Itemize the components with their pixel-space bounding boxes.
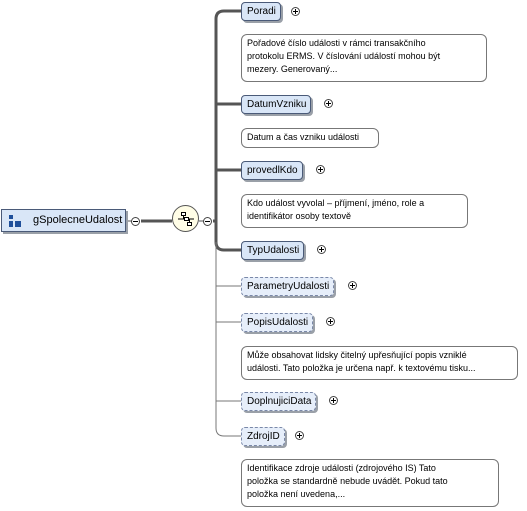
- element-label: Poradi: [247, 6, 276, 17]
- doc-line: události. Tato položka je určena např. k…: [247, 363, 476, 373]
- doc-line: Kdo událost vyvolal – příjmení, jméno, r…: [247, 198, 425, 208]
- sequence-compositor[interactable]: [172, 205, 199, 232]
- element-label: ZdrojID: [247, 431, 280, 442]
- sequence-collapse-icon[interactable]: [203, 217, 212, 226]
- element-provedlkdo[interactable]: provedlKdo: [241, 161, 303, 180]
- doc-line: mezery. Generovaný...: [247, 64, 338, 74]
- doc-line: protokolu ERMS. V číslování událostí moh…: [247, 51, 441, 61]
- expand-icon[interactable]: [317, 245, 326, 254]
- sequence-icon: [178, 212, 194, 226]
- group-label: gSpolecneUdalost: [33, 214, 123, 226]
- element-label: PopisUdalosti: [247, 317, 309, 328]
- doc-line: Datum a čas vzniku události: [247, 132, 360, 142]
- element-datumvzniku[interactable]: DatumVzniku: [241, 95, 312, 114]
- expand-icon[interactable]: [324, 99, 333, 108]
- doc-line: identifikátor osoby textově: [247, 211, 352, 221]
- doc-line: Identifikace zdroje události (zdrojového…: [247, 463, 436, 473]
- expand-icon[interactable]: [295, 431, 304, 440]
- element-zdrojid[interactable]: ZdrojID: [241, 427, 285, 446]
- expand-icon[interactable]: [291, 7, 300, 16]
- doc-provedlkdo: Kdo událost vyvolal – příjmení, jméno, r…: [241, 194, 468, 228]
- group-icon: [9, 215, 21, 227]
- expand-icon[interactable]: [329, 396, 338, 405]
- element-doplnujicidata[interactable]: DoplnujiciData: [241, 392, 317, 411]
- doc-line: položka není uvedena,...: [247, 489, 346, 499]
- expand-icon[interactable]: [326, 317, 335, 326]
- doc-line: položka se standardně nebude uvádět. Pok…: [247, 476, 448, 486]
- doc-line: Pořadové číslo události v rámci transakč…: [247, 38, 426, 48]
- doc-poradi: Pořadové číslo události v rámci transakč…: [241, 34, 487, 82]
- expand-icon[interactable]: [316, 165, 325, 174]
- element-parametryudalosti[interactable]: ParametryUdalosti: [241, 277, 335, 296]
- doc-popisudalosti: Může obsahovat lidsky čitelný upřesňujíc…: [241, 346, 518, 380]
- element-label: TypUdalosti: [247, 245, 300, 256]
- element-typudalosti[interactable]: TypUdalosti: [241, 241, 305, 260]
- element-label: DoplnujiciData: [247, 396, 312, 407]
- doc-datumvzniku: Datum a čas vzniku události: [241, 128, 379, 148]
- element-label: DatumVzniku: [247, 99, 307, 110]
- doc-zdrojid: Identifikace zdroje události (zdrojového…: [241, 459, 499, 507]
- element-label: provedlKdo: [247, 165, 298, 176]
- expand-icon[interactable]: [348, 281, 357, 290]
- group-gspolecneudalost[interactable]: gSpolecneUdalost: [1, 209, 126, 232]
- element-popisudalosti[interactable]: PopisUdalosti: [241, 313, 314, 332]
- element-label: ParametryUdalosti: [247, 281, 330, 292]
- element-poradi[interactable]: Poradi: [241, 2, 281, 21]
- group-collapse-icon[interactable]: [131, 217, 140, 226]
- doc-line: Může obsahovat lidsky čitelný upřesňujíc…: [247, 350, 467, 360]
